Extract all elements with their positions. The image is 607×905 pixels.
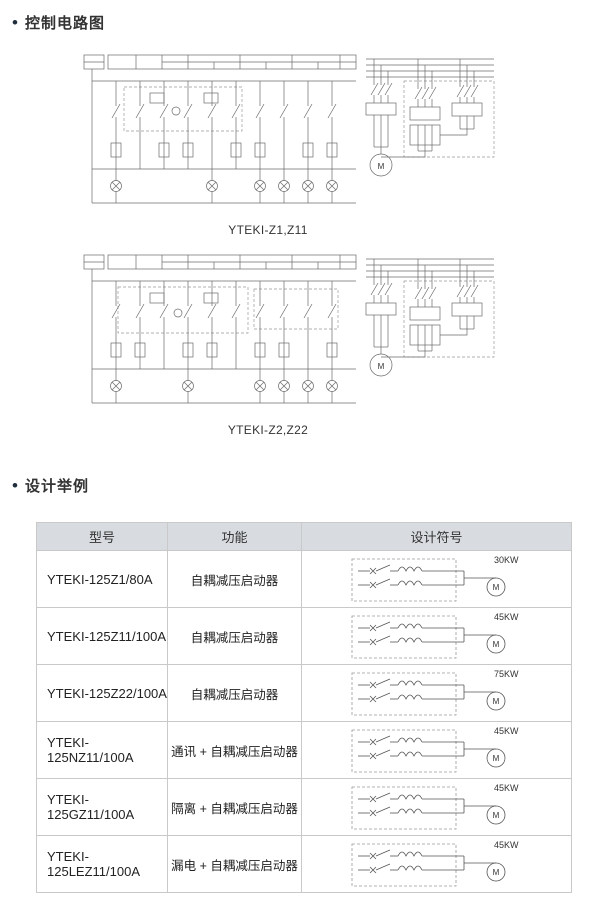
power-rating-label: 45KW (494, 726, 519, 736)
bullet-icon: • (12, 13, 18, 32)
function-cell: 自耦减压启动器 (167, 550, 302, 608)
function-cell: 漏电 + 自耦减压启动器 (167, 835, 302, 893)
function-cell: 通讯 + 自耦减压启动器 (167, 721, 302, 779)
column-header-model: 型号 (36, 522, 168, 551)
section-title-control-circuit: 控制电路图 (24, 15, 105, 32)
starter-circuit-symbol: 30KW M (351, 555, 519, 602)
design-examples-area: 型号 功能 设计符号 YTEKI-125Z1/80A 自耦减压启动器 (0, 502, 607, 905)
circuit-diagram-z2-block: M YTEKI-Z2,Z22 (58, 251, 607, 437)
table-row: YTEKI-125Z22/100A 自耦减压启动器 (36, 664, 572, 722)
column-header-function: 功能 (167, 522, 302, 551)
motor-label: M (492, 583, 499, 592)
section-header-control-circuit: • 控制电路图 (0, 0, 607, 39)
starter-circuit-symbol: 75KW M (351, 669, 519, 716)
table-header-row: 型号 功能 设计符号 (36, 522, 572, 551)
symbol-cell: 75KW M (301, 664, 572, 722)
section-header-design-examples: • 设计举例 (0, 463, 607, 502)
starter-circuit-symbol: 45KW M (351, 726, 519, 773)
model-cell: YTEKI-125Z11/100A (36, 607, 168, 665)
control-and-power-circuit-drawing-z2: M (83, 254, 495, 404)
section-title-design-examples: 设计举例 (24, 478, 89, 495)
symbol-cell: 45KW M (301, 721, 572, 779)
motor-label: M (492, 640, 499, 649)
diagram-caption: YTEKI-Z1,Z11 (228, 223, 308, 237)
diagram-caption: YTEKI-Z2,Z22 (227, 423, 309, 437)
motor-label: M (492, 811, 499, 820)
starter-circuit-symbol: 45KW M (351, 783, 519, 830)
model-cell: YTEKI-125NZ11/100A (36, 721, 168, 779)
symbol-cell: 45KW M (301, 607, 572, 665)
model-cell: YTEKI-125GZ11/100A (36, 778, 168, 836)
power-rating-label: 75KW (494, 669, 519, 679)
model-cell: YTEKI-125Z1/80A (36, 550, 168, 608)
table-row: YTEKI-125LEZ11/100A 漏电 + 自耦减压启动器 (36, 835, 572, 893)
power-rating-label: 45KW (494, 612, 519, 622)
motor-label: M (378, 362, 385, 371)
motor-label: M (378, 162, 385, 171)
function-cell: 自耦减压启动器 (167, 664, 302, 722)
motor-label: M (492, 754, 499, 763)
symbol-cell: 45KW M (301, 778, 572, 836)
design-examples-table: 型号 功能 设计符号 YTEKI-125Z1/80A 自耦减压启动器 (36, 522, 572, 893)
circuit-diagram-area: M YTEKI-Z1,Z11 (0, 39, 607, 437)
symbol-cell: 45KW M (301, 835, 572, 893)
model-cell: YTEKI-125Z22/100A (36, 664, 168, 722)
function-cell: 自耦减压启动器 (167, 607, 302, 665)
table-row: YTEKI-125NZ11/100A 通讯 + 自耦减压启动器 (36, 721, 572, 779)
starter-circuit-symbol: 45KW M (351, 612, 519, 659)
power-rating-label: 45KW (494, 840, 519, 850)
circuit-diagram-z1-block: M YTEKI-Z1,Z11 (58, 51, 607, 237)
starter-circuit-symbol: 45KW M (351, 840, 519, 887)
table-row: YTEKI-125Z1/80A 自耦减压启动器 (36, 550, 572, 608)
model-cell: YTEKI-125LEZ11/100A (36, 835, 168, 893)
table-row: YTEKI-125GZ11/100A 隔离 + 自耦减压启动器 (36, 778, 572, 836)
bullet-icon: • (12, 476, 18, 495)
control-and-power-circuit-drawing-z1: M (83, 54, 495, 204)
function-cell: 隔离 + 自耦减压启动器 (167, 778, 302, 836)
power-rating-label: 30KW (494, 555, 519, 565)
symbol-cell: 30KW M (301, 550, 572, 608)
motor-label: M (492, 697, 499, 706)
table-row: YTEKI-125Z11/100A 自耦减压启动器 (36, 607, 572, 665)
motor-label: M (492, 868, 499, 877)
power-rating-label: 45KW (494, 783, 519, 793)
column-header-symbol: 设计符号 (301, 522, 572, 551)
